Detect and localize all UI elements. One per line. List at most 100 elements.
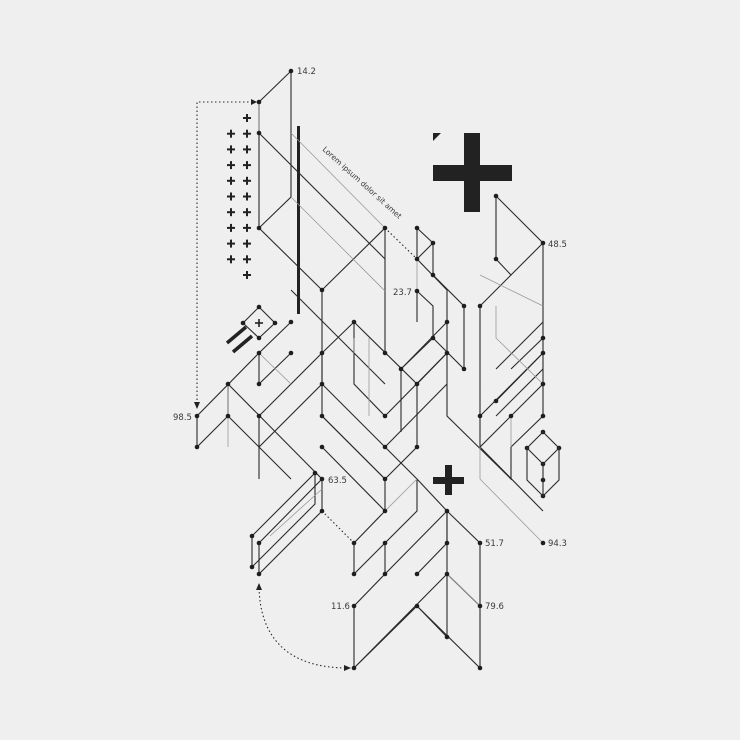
node-dot [477, 303, 483, 309]
node-dot [477, 540, 483, 546]
node-dot [414, 603, 420, 609]
structure-line [321, 383, 386, 448]
node-dot [382, 350, 388, 356]
label-98-5: 98.5 [173, 413, 192, 423]
node-dot [493, 398, 499, 404]
node-dot [540, 350, 546, 356]
node-dot [249, 533, 255, 539]
node-dot [540, 540, 546, 546]
label-94-3: 94.3 [548, 539, 567, 549]
node-dot [351, 603, 357, 609]
node-dot [249, 564, 255, 570]
node-dot [430, 335, 436, 341]
node-dot [256, 350, 262, 356]
node-dot [240, 320, 246, 326]
triangle-marker-icon [433, 133, 441, 141]
structure-line [196, 352, 292, 480]
structure-line [416, 227, 465, 371]
node-dot [382, 508, 388, 514]
node-dot [444, 571, 450, 577]
dotted-bracket-top [194, 99, 257, 409]
node-dot [351, 540, 357, 546]
node-dot [319, 476, 325, 482]
structure-line [321, 320, 386, 417]
node-dot [540, 381, 546, 387]
node-dot [312, 470, 318, 476]
guide-line [446, 573, 481, 607]
structure-line [400, 290, 434, 370]
structure-line [321, 446, 386, 512]
structure-line [479, 446, 544, 512]
guide-line [290, 132, 386, 229]
node-dot [256, 130, 262, 136]
double-slash-icon [225, 325, 254, 354]
structure-line [416, 242, 434, 260]
label-63-5: 63.5 [328, 476, 347, 486]
node-dot [414, 444, 420, 450]
node-dot [508, 413, 514, 419]
node-dot [477, 413, 483, 419]
node-dot [414, 288, 420, 294]
guide-line [384, 478, 418, 512]
node-dot [444, 634, 450, 640]
node-dot [430, 272, 436, 278]
node-dot [382, 225, 388, 231]
node-dot [414, 225, 420, 231]
node-dot [414, 256, 420, 262]
dotted-connector [321, 510, 355, 544]
structure-line [258, 69, 292, 229]
label-11-6: 11.6 [331, 602, 350, 612]
node-dot [256, 99, 262, 105]
node-dot [319, 287, 325, 293]
node-dot [493, 256, 499, 262]
structure-line [258, 321, 292, 386]
node-dot [382, 540, 388, 546]
structure-line [258, 132, 386, 260]
label-14-2: 14.2 [297, 67, 316, 77]
structure-line [290, 289, 323, 322]
node-dot [256, 304, 262, 310]
node-dot [225, 413, 231, 419]
node-dot [256, 381, 262, 387]
guide-line [269, 488, 323, 537]
node-dot [319, 444, 325, 450]
guide-line [258, 352, 292, 385]
node-dot [540, 413, 546, 419]
node-dot [540, 240, 546, 246]
structure-line [495, 196, 544, 276]
wireframe-lines [196, 69, 544, 670]
label-48-5: 48.5 [548, 240, 567, 250]
structure-line [384, 383, 448, 448]
node-dot [444, 508, 450, 514]
node-dot [444, 540, 450, 546]
structure-line [446, 510, 481, 606]
node-dot [288, 319, 294, 325]
structure-line [479, 274, 512, 307]
node-dot [351, 571, 357, 577]
structure-line [353, 446, 481, 670]
node-dot [382, 571, 388, 577]
structure-line [321, 290, 386, 480]
node-dot [319, 413, 325, 419]
node-dot [256, 540, 262, 546]
node-dot [351, 665, 357, 671]
structure-line [384, 510, 448, 575]
node-dot [444, 319, 450, 325]
node-dot [477, 665, 483, 671]
node-dot [256, 571, 262, 577]
node-dot [444, 350, 450, 356]
node-dot [461, 303, 467, 309]
right-diamond [526, 431, 560, 497]
node-dot [540, 335, 546, 341]
diamond-plus-marker-icon [242, 306, 276, 339]
node-dot [319, 350, 325, 356]
guide-line [479, 447, 544, 544]
label-79-6: 79.6 [485, 602, 504, 612]
node-dot [477, 603, 483, 609]
node-dot [319, 381, 325, 387]
structure-line [416, 511, 448, 639]
node-dot [461, 366, 467, 372]
node-dot [414, 571, 420, 577]
structure-line [495, 352, 544, 402]
vertical-bar [297, 126, 300, 314]
